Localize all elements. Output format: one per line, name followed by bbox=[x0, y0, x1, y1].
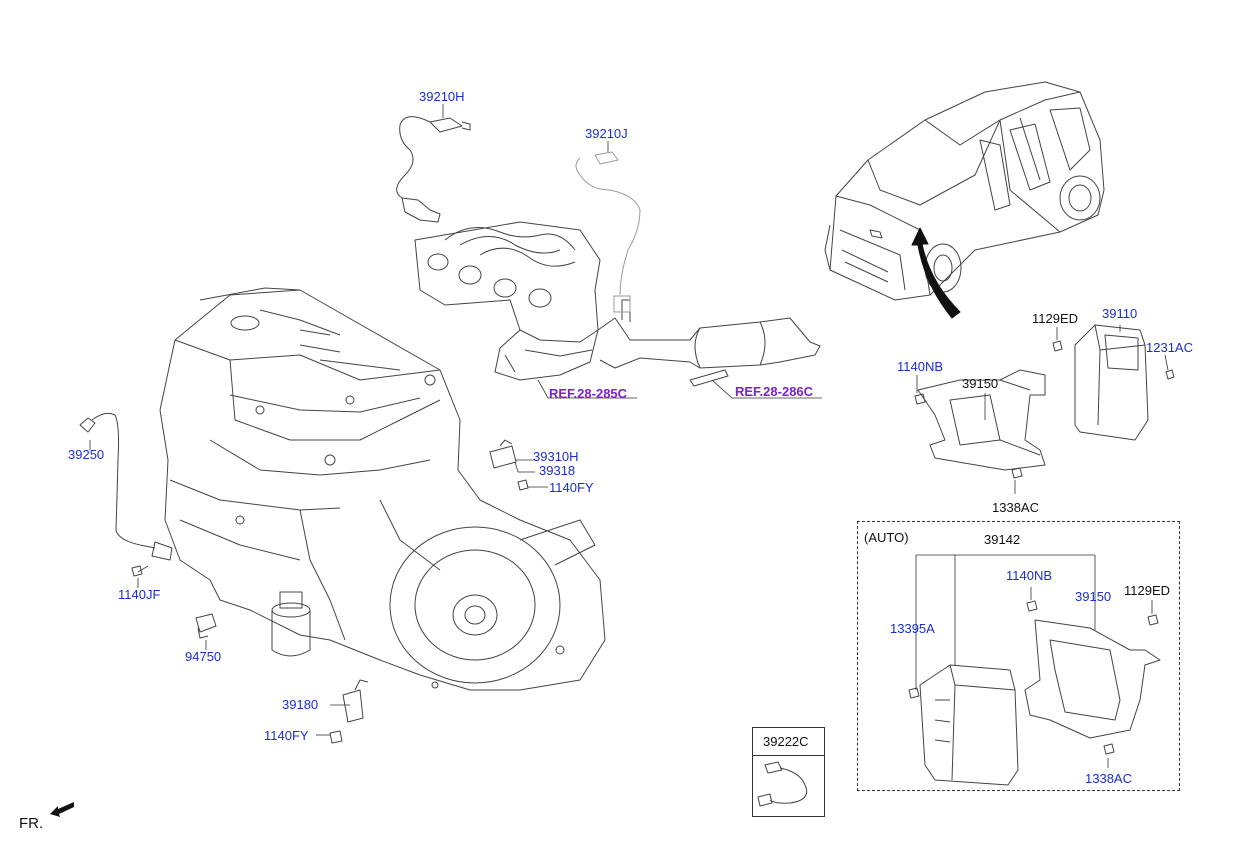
part-label-1129ed-b[interactable]: 1129ED bbox=[1124, 583, 1171, 598]
part-label-1140nb-b[interactable]: 1140NB bbox=[1006, 568, 1053, 583]
part-label-39318[interactable]: 39318 bbox=[539, 463, 576, 478]
bolt-1140fy-b bbox=[329, 730, 343, 744]
part-label-39110[interactable]: 39110 bbox=[1102, 306, 1138, 321]
knock-sensor-94750 bbox=[195, 613, 217, 639]
leader-lines bbox=[89, 104, 1169, 768]
part-label-39180[interactable]: 39180 bbox=[282, 697, 319, 712]
bolt-1140fy-a bbox=[517, 479, 529, 491]
cam-sensor-39310h bbox=[489, 439, 517, 469]
part-label-94750[interactable]: 94750 bbox=[185, 649, 222, 664]
vehicle-outline bbox=[824, 81, 1105, 301]
part-label-1140fy-b[interactable]: 1140FY bbox=[264, 728, 309, 743]
part-label-1140nb-a[interactable]: 1140NB bbox=[897, 359, 944, 374]
small-bolts-b bbox=[908, 600, 1159, 755]
part-label-39310h[interactable]: 39310H bbox=[533, 449, 579, 464]
oxygen-sensor-rear bbox=[575, 151, 641, 313]
part-label-1338ac-b[interactable]: 1338AC bbox=[1085, 771, 1132, 786]
part-label-39210j[interactable]: 39210J bbox=[585, 126, 628, 141]
ecu-39142 bbox=[919, 664, 1019, 786]
part-label-39150-b[interactable]: 39150 bbox=[1075, 589, 1112, 604]
oxygen-sensor-front bbox=[396, 116, 471, 223]
ecu-bracket-39150-a bbox=[917, 369, 1046, 471]
small-bolts-a bbox=[914, 340, 1175, 479]
front-direction-label: FR. bbox=[19, 815, 44, 832]
harness-inset-frame bbox=[752, 727, 825, 817]
part-label-39250[interactable]: 39250 bbox=[68, 447, 105, 462]
ref-link-28-286c[interactable]: REF.28-286C bbox=[735, 384, 814, 399]
engine-block bbox=[159, 287, 606, 691]
inset-divider bbox=[753, 755, 824, 756]
part-label-39142[interactable]: 39142 bbox=[984, 532, 1021, 547]
part-label-1129ed-a[interactable]: 1129ED bbox=[1032, 311, 1079, 326]
exhaust-manifold bbox=[414, 221, 821, 387]
part-label-1140fy-a[interactable]: 1140FY bbox=[549, 480, 594, 495]
ref-link-28-285c[interactable]: REF.28-285C bbox=[549, 386, 628, 401]
sensor-39180 bbox=[342, 679, 369, 723]
bolt-1140jf bbox=[131, 565, 149, 577]
ecu-location-arrow bbox=[911, 227, 961, 319]
ecu-39110 bbox=[1074, 324, 1149, 441]
harness-39222c bbox=[757, 761, 808, 807]
part-label-1140jf[interactable]: 1140JF bbox=[118, 587, 161, 602]
ecu-bracket-39150-b bbox=[1024, 619, 1161, 739]
part-label-39150-a[interactable]: 39150 bbox=[962, 376, 999, 391]
part-label-13395a[interactable]: 13395A bbox=[890, 621, 935, 636]
auto-transmission-note: (AUTO) bbox=[864, 530, 909, 545]
auto-ecu-group-frame bbox=[857, 521, 1180, 791]
crankshaft-position-sensor bbox=[79, 412, 173, 561]
front-direction-arrow-icon bbox=[50, 802, 74, 817]
part-label-39222c[interactable]: 39222C bbox=[763, 734, 809, 749]
part-label-1338ac-a[interactable]: 1338AC bbox=[992, 500, 1039, 515]
part-label-1231ac[interactable]: 1231AC bbox=[1146, 340, 1193, 355]
part-label-39210h[interactable]: 39210H bbox=[419, 89, 465, 104]
